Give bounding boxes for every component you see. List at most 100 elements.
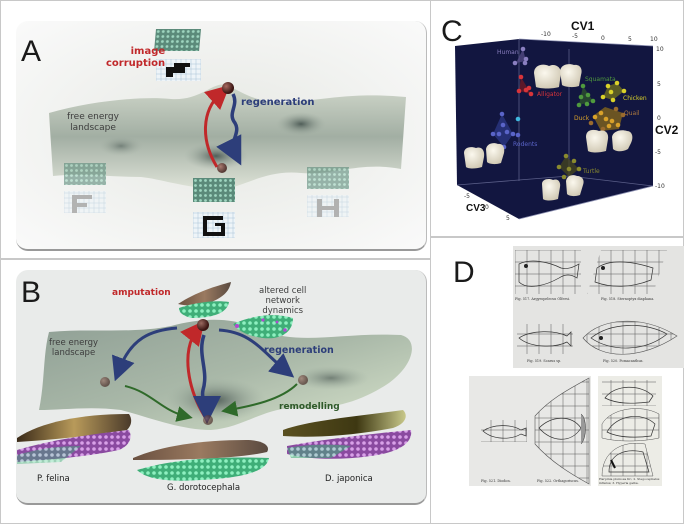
panel-a: A (0, 0, 431, 259)
z-tick: 0 (485, 204, 489, 211)
point-rodents (496, 131, 502, 137)
species-label-d-japonica: D. japonica (325, 474, 373, 484)
species-label-p-felina: P. felina (37, 474, 70, 484)
point-quail (588, 120, 594, 126)
group-label-rodents: Rodents (513, 141, 538, 148)
point-turtle (556, 164, 562, 170)
point-squamata (580, 83, 586, 89)
axis-label-cv1: CV1 (571, 19, 595, 33)
y-tick: -10 (655, 183, 665, 190)
point-turtle (571, 158, 577, 164)
caption-fig-522: Fig. 522. Orthagoriscus. (537, 479, 579, 483)
fish-scarus (518, 331, 572, 347)
state-ball-left-b (100, 377, 110, 387)
tooth-images (464, 64, 633, 201)
x-tick: 5 (628, 36, 632, 43)
point-chicken (621, 88, 627, 94)
state-ball-top (222, 82, 234, 94)
point-chicken (608, 89, 614, 95)
cluster-human (512, 46, 529, 66)
point-alligator (526, 85, 532, 91)
amphipod-3 (608, 450, 650, 473)
point-rodents-outlier (515, 116, 521, 122)
x-tick: -5 (572, 33, 578, 40)
pattern-tile-f (64, 163, 106, 213)
image-corruption-line2: corruption (106, 58, 166, 69)
regeneration-arrow-center (192, 334, 221, 424)
z-tick: 5 (506, 215, 510, 222)
energy-well-left (99, 136, 143, 156)
point-chicken (605, 83, 611, 89)
tooth-model (486, 143, 505, 165)
caption-amphipods: Harpinia plumosa Kr.; 2. Stegocephalus i… (599, 477, 660, 485)
point-alligator (516, 88, 522, 94)
caption-fig-521: Fig. 521. Diodon. (481, 479, 511, 483)
point-human (512, 60, 518, 66)
image-corruption-line1: image (130, 46, 166, 57)
caption-fig-520: Fig. 520. Pomacanthus. (603, 359, 644, 363)
tooth-model (464, 147, 485, 169)
box-edge-bottom (518, 185, 654, 220)
regeneration-label-b: regeneration (264, 345, 334, 356)
fish-diodon (482, 425, 527, 439)
tooth-model (566, 175, 584, 197)
regeneration-arrow-left (111, 326, 178, 382)
panel-a-diagram (49, 29, 406, 238)
grid-fig-517 (515, 250, 581, 294)
remodelling-arrow-left (124, 385, 193, 422)
tooth-model (586, 129, 609, 153)
corrupted-pattern-tile (154, 29, 201, 81)
plot-box-back (455, 39, 653, 219)
point-chicken (610, 97, 616, 103)
grid-fig-521 (481, 420, 527, 442)
panel-d-illustrations (469, 246, 684, 486)
grid-amphipod-1 (602, 380, 656, 406)
altered-line2: network (265, 296, 300, 306)
y-tick: 5 (657, 81, 661, 88)
free-energy-landscape-label-a: free energy landscape (67, 112, 119, 134)
species-label-g-dorotocephala: G. dorotocephala (167, 483, 241, 493)
energy-well-right (276, 112, 326, 136)
box-edge-mid (456, 175, 570, 186)
point-chicken (600, 94, 606, 100)
cluster-chicken (600, 80, 627, 103)
group-label-human: Human (497, 49, 519, 56)
point-human (522, 60, 528, 66)
point-squamata (584, 101, 590, 107)
point-human (520, 46, 526, 52)
point-rodents (490, 131, 496, 137)
altered-line3: dynamics (262, 306, 304, 316)
altered-cell-network (233, 315, 293, 339)
state-ball-bottom (217, 163, 227, 173)
caption-fig-518: Fig. 518. Sternoptyx diaphana. (601, 297, 655, 301)
point-turtle (561, 174, 567, 180)
cells-g-dorotocephala (137, 457, 269, 481)
panel-c-letter: C (441, 15, 463, 48)
point-rodents (515, 132, 521, 138)
grid-amphipod-2 (601, 408, 660, 442)
worm-d-japonica (283, 410, 406, 437)
energy-well-right-b (293, 366, 369, 390)
point-turtle (566, 166, 572, 172)
point-rodents (500, 122, 506, 128)
group-label-turtle: Turtle (583, 168, 600, 175)
state-ball-top-b (197, 319, 209, 331)
point-turtle (576, 166, 582, 172)
panel-b-diagram (17, 282, 412, 481)
group-label-alligator: Alligator (537, 91, 563, 98)
fish-pomacanthus (590, 325, 668, 349)
landscape-b-line2: landscape (51, 348, 96, 358)
panel-d: D (430, 237, 684, 524)
point-quail (620, 112, 626, 118)
panel-b: B (0, 259, 431, 524)
tooth-model (612, 130, 633, 152)
worm-p-felina (17, 414, 132, 442)
y-tick: -5 (655, 149, 661, 156)
corruption-arrow (204, 84, 230, 168)
caption-fig-519: Fig. 519. Scarus sp. (527, 359, 562, 363)
y-tick: 10 (656, 46, 664, 53)
box-edge-top (518, 38, 654, 47)
axis-label-cv3: CV3 (466, 203, 486, 214)
group-label-squamata: Squamata (585, 76, 616, 83)
x-tick: 0 (601, 35, 605, 42)
